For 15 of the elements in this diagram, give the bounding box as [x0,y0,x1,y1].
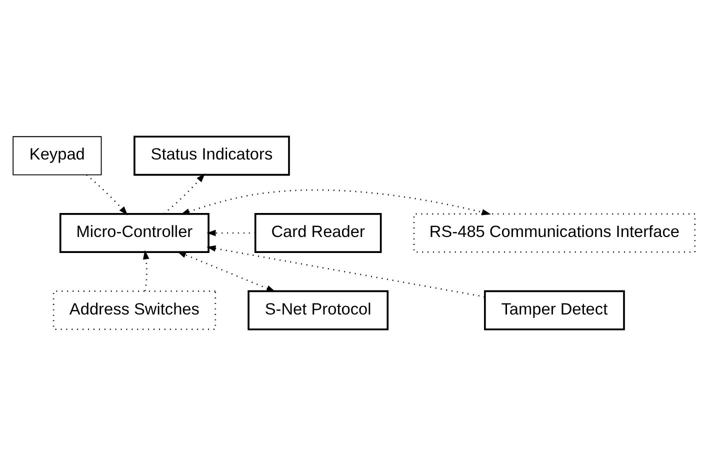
arrow [86,174,128,216]
node-box: Tamper Detect [484,290,625,330]
node-box: Card Reader [254,213,382,253]
node-box: Address Switches [52,290,216,330]
arrow [180,189,491,216]
arrow [206,230,256,236]
node-box: Status Indicators [134,136,290,176]
arrow [142,250,150,292]
arrow [164,173,206,214]
node-box: Keypad [12,136,102,176]
node-box: RS-485 Communications Interface [413,213,696,253]
node-box: S-Net Protocol [248,290,389,330]
arrow [177,251,276,292]
arrow [206,245,485,298]
node-box: Micro-Controller [59,213,210,253]
